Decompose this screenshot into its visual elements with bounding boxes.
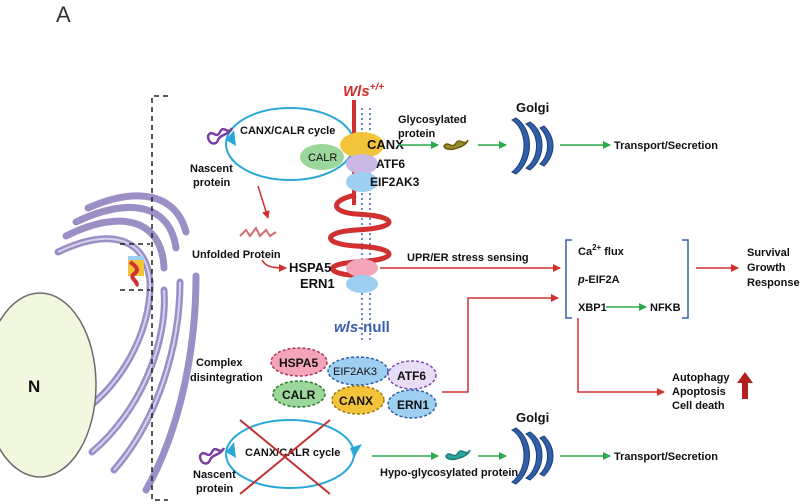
outcome-response: Response — [747, 277, 800, 289]
null-canx-label: CANX — [339, 394, 373, 408]
cycle-arrowhead-icon — [226, 130, 236, 146]
null-hspa5-label: HSPA5 — [279, 356, 318, 370]
bottom-cycle-arrowhead-left-icon — [226, 442, 236, 458]
top-golgi-label: Golgi — [516, 100, 549, 115]
top-atf6-label: ATF6 — [376, 157, 405, 171]
null-ern1-label: ERN1 — [397, 398, 429, 412]
cell-illustration: N — [0, 192, 200, 494]
bottom-cycle-label: CANX/CALR cycle — [245, 447, 340, 459]
top-nascent-protein-icon — [206, 127, 234, 145]
unfolded-protein-label: Unfolded Protein — [192, 249, 281, 261]
mid-hspa5-node — [346, 259, 378, 277]
complex-nodes — [270, 347, 437, 419]
arrow-complex-to-response — [442, 294, 559, 393]
upr-label: UPR/ER stress sensing — [407, 252, 529, 264]
canx-calr-cycle-loop — [225, 107, 355, 181]
hypo-glycosylated-label: Hypo-glycosylated protein — [380, 467, 518, 479]
mid-ern1-label: ERN1 — [300, 276, 335, 291]
top-calr-label: CALR — [308, 152, 337, 164]
null-eif2ak3-label: EIF2AK3 — [333, 366, 377, 378]
null-atf6-label: ATF6 — [397, 369, 426, 383]
top-canx-label: CANX — [367, 137, 404, 152]
hypo-glycosylated-protein-icon — [445, 449, 471, 461]
bottom-transport-label: Transport/Secretion — [614, 451, 718, 463]
top-atf6-node — [346, 154, 378, 174]
zoom-bracket — [120, 95, 168, 501]
mid-ern1-node — [346, 275, 378, 293]
top-canx-node — [340, 132, 384, 158]
arrow-to-unfolded — [257, 185, 270, 219]
bottom-nascent-protein-icon — [198, 447, 226, 465]
top-cycle-label: CANX/CALR cycle — [240, 125, 335, 137]
outcome-survival: Survival — [747, 247, 790, 259]
blocked-cross-icon — [239, 419, 331, 495]
top-transport-label: Transport/Secretion — [614, 140, 718, 152]
null-ern1-node — [387, 389, 437, 419]
arrow-to-cell-death — [577, 318, 665, 396]
glycosylated-label-2: protein — [398, 128, 436, 140]
peif2a-label: p-EIF2A — [577, 274, 620, 286]
bottom-golgi-label: Golgi — [516, 410, 549, 425]
arrow-unfolded-to-hspa5 — [261, 259, 287, 272]
top-nascent-label-1: Nascent — [190, 163, 233, 175]
bottom-nascent-label-2: protein — [196, 483, 234, 495]
null-eif2ak3-node — [327, 356, 389, 386]
nucleus — [0, 292, 97, 478]
xbp1-label: XBP1 — [578, 302, 607, 314]
null-calr-label: CALR — [282, 388, 316, 402]
null-hspa5-node — [270, 347, 328, 377]
outcome-growth: Growth — [747, 262, 786, 274]
top-nascent-label-2: protein — [193, 177, 231, 189]
death-autophagy: Autophagy — [672, 372, 730, 384]
complex-label-2: disintegration — [190, 372, 263, 384]
response-bracket — [565, 239, 689, 319]
null-atf6-node — [387, 360, 437, 390]
bottom-nascent-label-1: Nascent — [193, 469, 236, 481]
bottom-cycle-arrowhead-right-icon — [350, 444, 362, 458]
null-genotype-label: wls-null — [334, 319, 390, 336]
nucleus-label: N — [28, 377, 40, 396]
bottom-golgi-icon — [510, 427, 554, 485]
death-apoptosis: Apoptosis — [672, 386, 726, 398]
er-membrane-protein-icon — [128, 256, 144, 288]
panel-label: A — [56, 2, 71, 27]
null-canx-node — [331, 385, 385, 415]
ca-flux-label: Ca2+ flux — [578, 243, 625, 258]
top-eif2ak3-node — [346, 172, 378, 192]
death-cell-death: Cell death — [672, 400, 725, 412]
top-eif2ak3-label: EIF2AK3 — [370, 175, 420, 189]
glycosylated-label-1: Glycosylated — [398, 114, 466, 126]
complex-label-1: Complex — [196, 357, 243, 369]
top-calr-node — [300, 144, 344, 170]
null-calr-node — [272, 380, 326, 408]
wt-genotype-label: Wls+/+ — [343, 82, 384, 100]
mid-hspa5-label: HSPA5 — [289, 260, 331, 275]
nfkb-label: NFKB — [650, 302, 681, 314]
increase-arrow-icon — [737, 372, 753, 399]
glycosylated-protein-icon — [443, 139, 469, 151]
unfolded-protein-icon — [239, 226, 277, 238]
top-golgi-icon — [510, 117, 554, 175]
